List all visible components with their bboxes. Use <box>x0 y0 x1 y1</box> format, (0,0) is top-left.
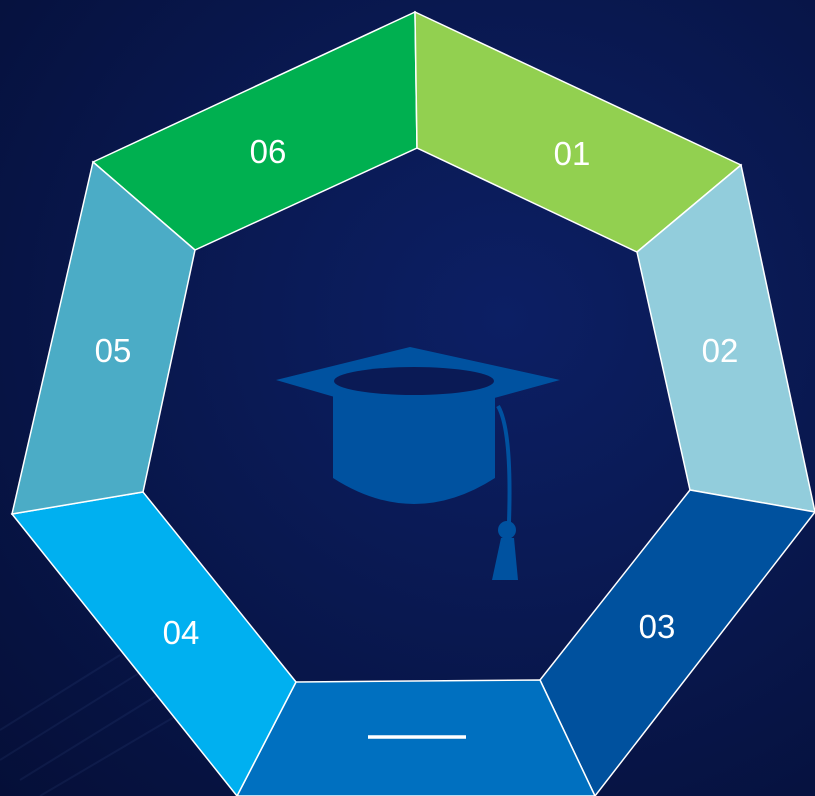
segment-02: 02 <box>636 163 815 513</box>
segment-03-label: 03 <box>639 608 676 645</box>
cap-tassel-knob <box>498 521 516 539</box>
segment-03: 03 <box>539 489 815 796</box>
segment-05-label: 05 <box>95 332 132 369</box>
segment-01-label: 01 <box>554 135 591 172</box>
segment-01: 01 <box>414 10 743 253</box>
graduation-cap-icon <box>276 347 560 580</box>
segment-04-label: 04 <box>163 614 200 651</box>
cap-opening <box>334 367 494 395</box>
segment-05-shape <box>11 160 196 515</box>
segment-04: 04 <box>10 491 297 796</box>
segment-03-shape <box>539 489 815 796</box>
segment-05: 05 <box>11 160 196 515</box>
cap-tassel-cord <box>496 404 512 523</box>
segment-04-shape <box>10 491 297 796</box>
cap-crown <box>333 385 495 504</box>
cap-tassel-fringe <box>492 538 518 580</box>
segment-06-label: 06 <box>250 133 287 170</box>
segment-02-label: 02 <box>702 332 739 369</box>
segment-bottom <box>236 679 596 796</box>
